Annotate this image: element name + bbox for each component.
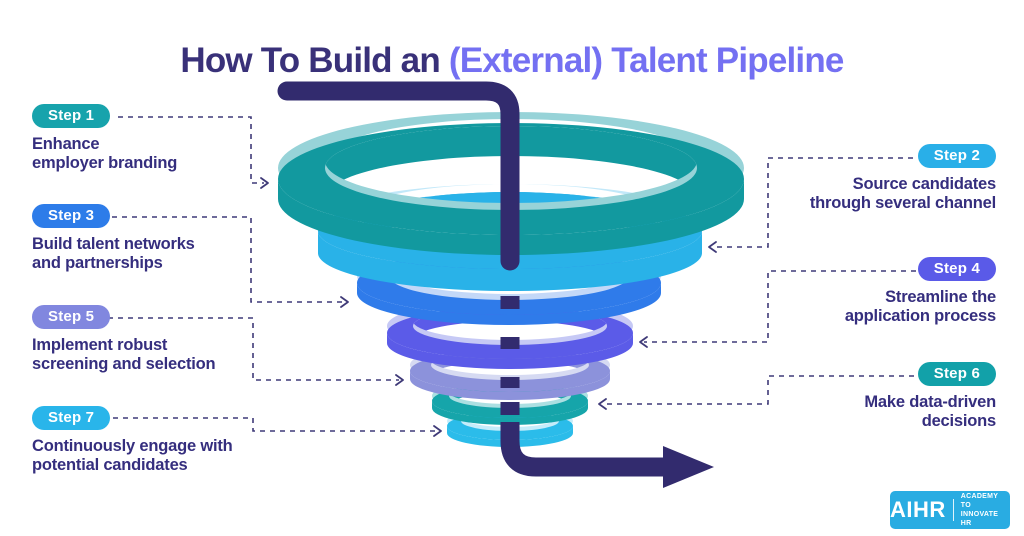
page-title: How To Build an (External) Talent Pipeli… xyxy=(0,41,1024,81)
step-1-line-1: Enhance xyxy=(32,135,100,153)
step-6-text: Make data-driven decisions xyxy=(736,393,996,430)
aihr-logo: AIHR ACADEMY TO INNOVATE HR xyxy=(890,491,1010,529)
step-1-line-2: employer branding xyxy=(32,153,178,172)
step-6-line-1: Make data-driven xyxy=(864,393,996,411)
step-4-line-2: application process xyxy=(844,306,996,325)
step-2-line-1: Source candidates xyxy=(852,175,997,193)
step-5-line-1: Implement robust xyxy=(32,336,168,354)
step-7-text: Continuously engage with potential candi… xyxy=(32,437,282,474)
step-5-line-2: screening and selection xyxy=(32,354,216,373)
step-3-text: Build talent networks and partnerships xyxy=(32,235,282,272)
step-7-line-2: potential candidates xyxy=(32,455,188,474)
step-3-badge: Step 3 xyxy=(32,204,111,228)
step-1-badge: Step 1 xyxy=(32,104,111,128)
logo-tagline-line-1: ACADEMY TO xyxy=(960,492,999,509)
logo-tagline-line-2: INNOVATE HR xyxy=(960,511,999,528)
step-6-line-2: decisions xyxy=(921,411,997,430)
step-6-badge: Step 6 xyxy=(917,362,996,386)
step-5-badge: Step 5 xyxy=(32,305,111,329)
aihr-logo-name: AIHR xyxy=(890,497,946,522)
step-7-badge: Step 7 xyxy=(32,406,111,430)
step-2-line-2: through several channel xyxy=(809,193,996,212)
step-1-text: Enhance employer branding xyxy=(32,135,282,172)
step-block-2: Step 2 Source candidates through several… xyxy=(736,144,996,212)
title-highlight: (External) Talent Pipeline xyxy=(448,41,845,81)
aihr-logo-tagline: ACADEMY TO INNOVATE HR xyxy=(961,492,1010,528)
step-block-7: Step 7 Continuously engage with potentia… xyxy=(32,406,282,474)
step-3-line-2: and partnerships xyxy=(32,253,163,272)
step-4-text: Streamline the application process xyxy=(736,288,996,325)
step-block-5: Step 5 Implement robust screening and se… xyxy=(32,305,282,373)
step-3-line-1: Build talent networks xyxy=(32,235,195,253)
step-5-text: Implement robust screening and selection xyxy=(32,336,282,373)
step-block-3: Step 3 Build talent networks and partner… xyxy=(32,204,282,272)
step-block-4: Step 4 Streamline the application proces… xyxy=(736,257,996,325)
logo-divider xyxy=(952,499,954,521)
step-2-text: Source candidates through several channe… xyxy=(736,175,996,212)
step-4-line-1: Streamline the xyxy=(885,288,996,306)
step-4-badge: Step 4 xyxy=(917,257,996,281)
step-2-badge: Step 2 xyxy=(917,144,996,168)
step-block-6: Step 6 Make data-driven decisions xyxy=(736,362,996,430)
title-prefix: How To Build an xyxy=(180,41,449,81)
step-7-line-1: Continuously engage with xyxy=(32,437,233,455)
step-block-1: Step 1 Enhance employer branding xyxy=(32,104,282,172)
